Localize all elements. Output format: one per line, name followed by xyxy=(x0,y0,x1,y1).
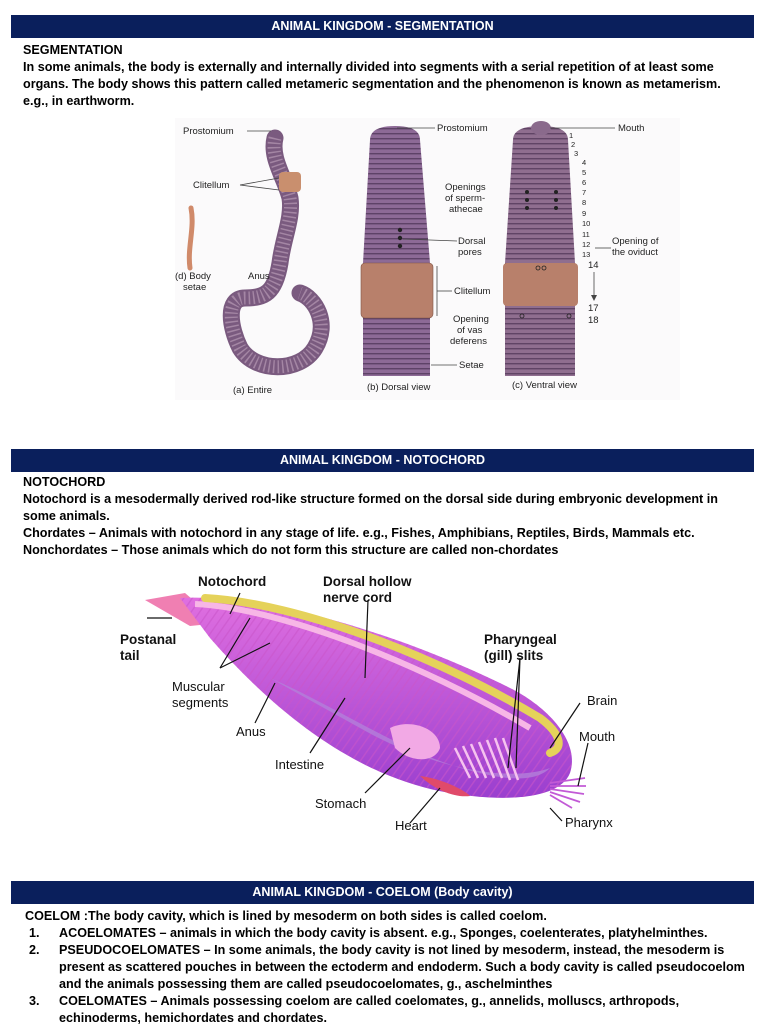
setae-label: Setae xyxy=(459,360,484,371)
notochord-text: NOTOCHORD Notochord is a mesodermally de… xyxy=(23,474,748,559)
segment-number: 1 xyxy=(569,131,573,140)
segment-17-label: 17 xyxy=(588,303,599,314)
segment-18-label: 18 xyxy=(588,315,599,326)
ventral-view-caption: (c) Ventral view xyxy=(512,380,577,391)
dorsal-pores-label-line1: Dorsal xyxy=(458,236,485,247)
dorsal-view-caption: (b) Dorsal view xyxy=(367,382,430,393)
body-setae-label-line2: setae xyxy=(183,282,206,293)
coelom-text: COELOM :The body cavity, which is lined … xyxy=(25,908,745,1027)
segment-number: 8 xyxy=(582,198,586,207)
muscular-segments-label-line2: segments xyxy=(172,695,229,710)
segment-number: 2 xyxy=(571,140,575,149)
vas-deferens-label-line2: of vas xyxy=(457,325,483,336)
segment-number: 11 xyxy=(582,230,590,239)
vas-deferens-label-line3: deferens xyxy=(450,336,487,347)
list-item: 2. PSEUDOCOELOMATES – In some animals, th… xyxy=(25,942,745,993)
body-setae-label-line1: (d) Body xyxy=(175,271,211,282)
nonchordates-definition: Nonchordates – Those animals which do no… xyxy=(23,543,559,557)
segmentation-header-title: ANIMAL KINGDOM - SEGMENTATION xyxy=(271,19,494,33)
list-item-text: ACOELOMATES – animals in which the body … xyxy=(59,926,708,940)
segment-14-label: 14 xyxy=(588,260,599,271)
notochord-heading: NOTOCHORD xyxy=(23,475,106,489)
pharynx-label: Pharynx xyxy=(565,815,613,830)
oviduct-label-line2: the oviduct xyxy=(612,247,658,258)
coelom-intro: COELOM :The body cavity, which is lined … xyxy=(25,909,547,923)
postanal-tail-label-line1: Postanal xyxy=(120,632,176,647)
notochord-body: Notochord is a mesodermally derived rod-… xyxy=(23,492,718,523)
segment-number: 10 xyxy=(582,219,590,228)
mouth-worm-label: Mouth xyxy=(618,123,644,134)
muscular-segments-label-line1: Muscular xyxy=(172,679,225,694)
list-item-text: COELOMATES – Animals possessing coelom a… xyxy=(59,994,680,1025)
segmentation-text: SEGMENTATION In some animals, the body i… xyxy=(23,42,723,110)
heart-label: Heart xyxy=(395,818,427,833)
clitellum-label: Clitellum xyxy=(193,180,230,191)
pharyngeal-slits-label-line1: Pharyngeal xyxy=(484,632,557,647)
oviduct-label-line1: Opening of xyxy=(612,236,659,247)
segment-number: 7 xyxy=(582,188,586,197)
list-item: 1. ACOELOMATES – animals in which the bod… xyxy=(25,925,745,942)
openings-label-line1: Openings xyxy=(445,182,486,193)
chordate-figure: Notochord Dorsal hollow nerve cord Posta… xyxy=(120,574,617,833)
mouth-chordate-label: Mouth xyxy=(579,729,615,744)
openings-label-line3: athecae xyxy=(449,204,483,215)
intestine-label: Intestine xyxy=(275,757,324,772)
segment-numbers: 1 2 3 4 5 6 7 8 9 10 11 12 13 xyxy=(569,131,590,259)
postanal-tail-label-line2: tail xyxy=(120,648,140,663)
segmentation-heading: SEGMENTATION xyxy=(23,43,123,57)
segment-number: 13 xyxy=(582,250,590,259)
pharyngeal-slits-label-line2: (gill) slits xyxy=(484,648,543,663)
coelom-types-list: 1. ACOELOMATES – animals in which the bod… xyxy=(25,925,745,1027)
segmentation-body: In some animals, the body is externally … xyxy=(23,60,721,108)
earthworm-figure: Prostomium Clitellum (d) Body setae Anus… xyxy=(175,118,680,400)
prostomium-label: Prostomium xyxy=(183,126,234,137)
stomach-label: Stomach xyxy=(315,796,366,811)
list-item: 3. COELOMATES – Animals possessing coelom… xyxy=(25,993,745,1027)
segment-number: 12 xyxy=(582,240,590,249)
anus-chordate-label: Anus xyxy=(236,724,266,739)
notochord-header-title: ANIMAL KINGDOM - NOTOCHORD xyxy=(279,453,486,467)
brain-label: Brain xyxy=(587,693,617,708)
nerve-cord-label-line1: Dorsal hollow xyxy=(323,574,412,589)
segment-number: 3 xyxy=(574,149,578,158)
coelom-header-title: ANIMAL KINGDOM - COELOM (Body cavity) xyxy=(252,885,513,899)
list-item-number: 3. xyxy=(29,994,40,1008)
ventral-view-worm xyxy=(503,121,578,376)
segment-number: 6 xyxy=(582,178,586,187)
dorsal-view-worm xyxy=(360,126,434,376)
vas-deferens-label-line1: Opening xyxy=(453,314,489,325)
openings-label-line2: of sperm- xyxy=(445,193,485,204)
dorsal-pores-label-line2: pores xyxy=(458,247,482,258)
entire-worm xyxy=(186,129,330,376)
list-item-number: 2. xyxy=(29,943,40,957)
clitellum-dorsal-label: Clitellum xyxy=(454,286,491,297)
segment-number: 5 xyxy=(582,168,586,177)
segment-number: 4 xyxy=(582,158,586,167)
segmentation-header-bar: ANIMAL KINGDOM - SEGMENTATION xyxy=(11,15,754,38)
chordates-definition: Chordates – Animals with notochord in an… xyxy=(23,526,695,540)
list-item-text: PSEUDOCOELOMATES – In some animals, the … xyxy=(59,943,745,991)
coelom-header-bar: ANIMAL KINGDOM - COELOM (Body cavity) xyxy=(11,881,754,904)
entire-caption: (a) Entire xyxy=(233,385,272,396)
nerve-cord-label-line2: nerve cord xyxy=(323,590,392,605)
prostomium-dorsal-label: Prostomium xyxy=(437,123,488,134)
notochord-label: Notochord xyxy=(198,574,266,589)
segment-number: 9 xyxy=(582,209,586,218)
anus-label: Anus xyxy=(248,271,270,282)
list-item-number: 1. xyxy=(29,926,40,940)
notochord-header-bar: ANIMAL KINGDOM - NOTOCHORD xyxy=(11,449,754,472)
